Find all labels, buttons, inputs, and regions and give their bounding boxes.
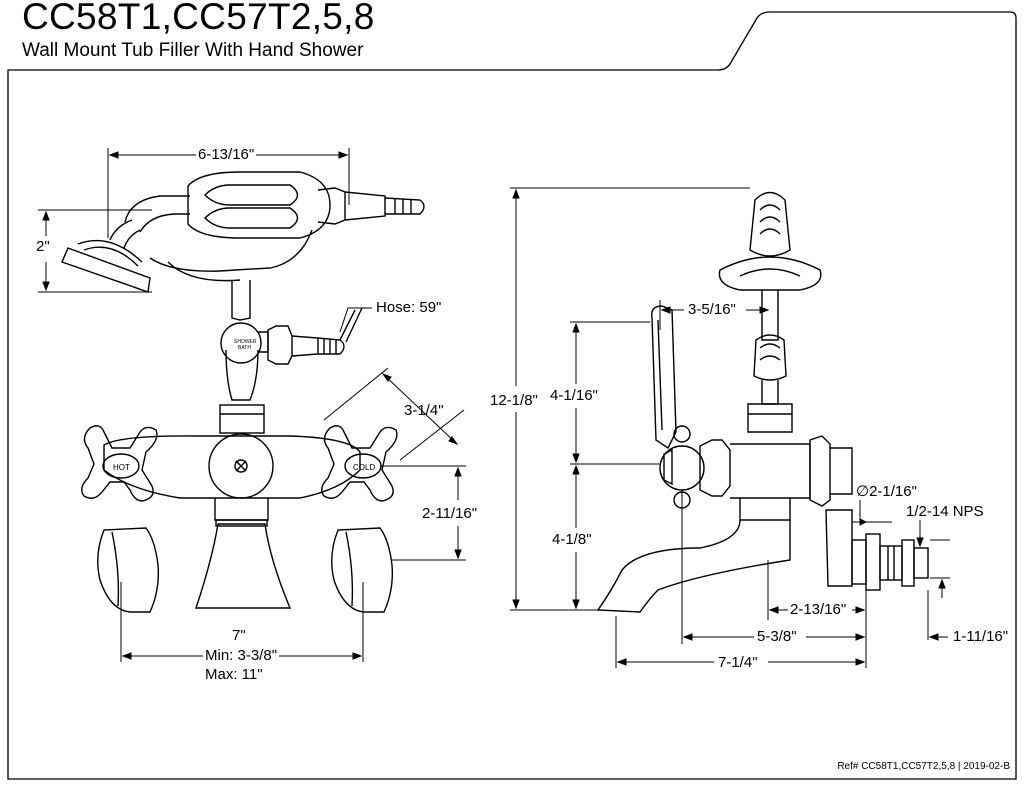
cold-label: COLD <box>353 463 375 472</box>
dim-width-top-label: 6-13/16" <box>196 146 257 163</box>
dim-lever-offset <box>659 300 770 330</box>
dim-diagonal-label: 3-1/4" <box>404 402 444 419</box>
diverter-bath-text: BATH <box>238 345 251 351</box>
wall-to-body-label: 2-13/16" <box>790 601 847 618</box>
hose-leader <box>339 307 372 333</box>
overall-reach-label: 7-1/4" <box>718 654 758 671</box>
thread-label: 1/2-14 NPS <box>906 503 984 520</box>
side-body-shape <box>596 425 853 613</box>
dim-handshower-height <box>38 209 152 293</box>
lever-offset-label: 3-5/16" <box>688 301 736 318</box>
center-spread-label: 7" <box>232 627 246 644</box>
upper-height-label: 4-1/16" <box>550 387 598 404</box>
diverter-shower-text: SHOWER <box>234 339 257 345</box>
product-description: Wall Mount Tub Filler With Hand Shower <box>22 40 364 61</box>
faucet-body-shape <box>103 433 361 609</box>
dim-overall-height <box>510 187 750 611</box>
handshower-handle-shape <box>124 171 425 282</box>
hot-cross-handle-shape <box>81 425 158 502</box>
connector-length-label: 1-11/16" <box>953 628 1009 645</box>
leg-connectors-shape <box>97 527 394 613</box>
reference-number: Ref# CC58T1,CC57T2,5,8 | 2019-02-B <box>837 761 1010 772</box>
side-connector-shape <box>851 533 929 591</box>
lower-height-label: 4-1/8" <box>552 531 592 548</box>
overall-height-label: 12-1/8" <box>490 392 538 409</box>
model-title: CC58T1,CC57T2,5,8 <box>22 0 375 37</box>
dim-diagonal <box>323 367 465 461</box>
dim-diameter <box>852 500 892 526</box>
diverter-body-shape <box>219 280 363 434</box>
side-lever-shape <box>651 305 677 450</box>
dim-bottom-reach <box>615 490 948 668</box>
dim-thread <box>916 520 950 598</box>
max-spread-label: Max: 11" <box>205 666 263 683</box>
hot-label: HOT <box>113 463 130 472</box>
diameter-label: ∅2-1/16" <box>856 483 917 500</box>
dim-handshower-height-label: 2" <box>36 238 50 255</box>
min-spread-label: Min: 3-3/8" <box>203 647 280 664</box>
handshower-head-shape <box>61 219 151 293</box>
dim-side-heights <box>570 321 660 610</box>
dim-right-height-label: 2-11/16" <box>422 505 478 522</box>
side-handshower-shape <box>718 191 822 433</box>
dim-right-height <box>380 465 466 561</box>
hose-length-label: Hose: 59" <box>376 299 442 316</box>
wall-to-lever-label: 5-3/8" <box>757 628 797 645</box>
